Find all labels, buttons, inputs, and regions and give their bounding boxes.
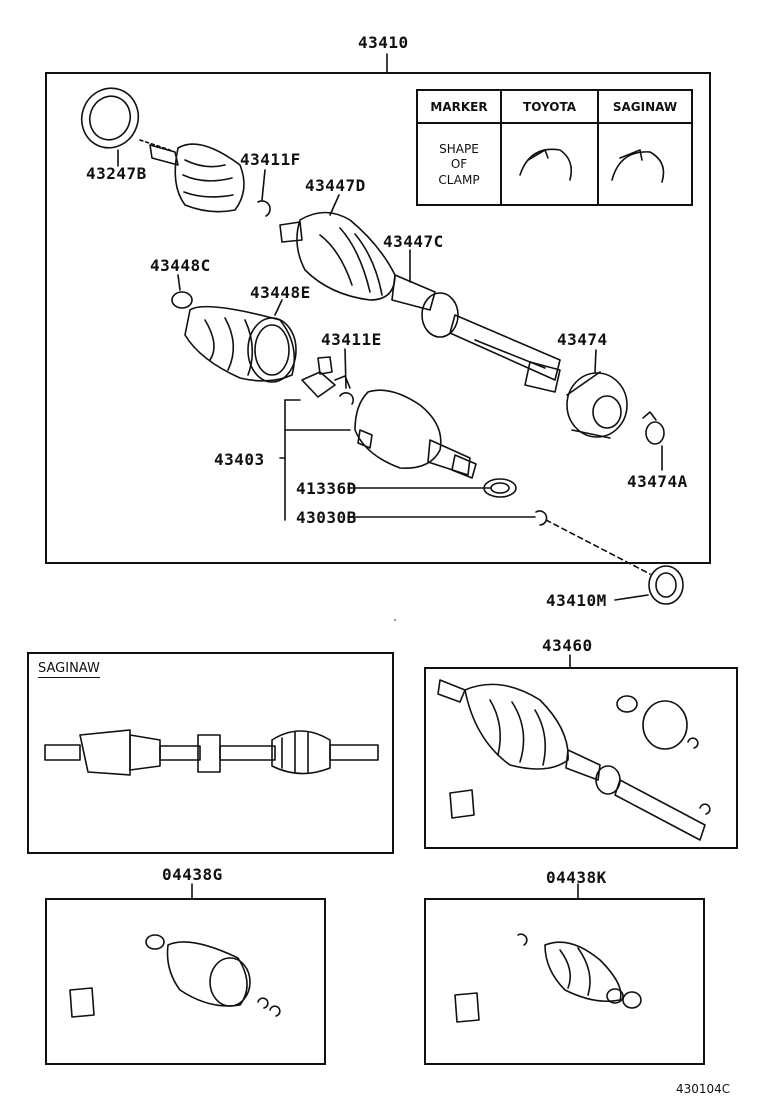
table-row-shape-of-clamp: SHAPE OF CLAMP (438, 141, 480, 187)
kit-04438k-frame (424, 898, 705, 1065)
part-label-43448c: 43448C (150, 256, 211, 275)
table-header-marker: MARKER (418, 91, 500, 124)
part-label-43030b: 43030B (296, 508, 357, 527)
part-label-43447d: 43447D (305, 176, 366, 195)
part-label-43410: 43410 (358, 33, 409, 52)
part-label-41336d: 41336D (296, 479, 357, 498)
part-label-43447c: 43447C (383, 232, 444, 251)
part-label-43411e: 43411E (321, 330, 382, 349)
kit-04438g-frame (45, 898, 326, 1065)
table-header-toyota: TOYOTA (502, 91, 597, 124)
kit-43460-frame (424, 667, 738, 849)
part-label-43448e: 43448E (250, 283, 311, 302)
main-assembly-frame (45, 72, 711, 564)
table-header-saginaw: SAGINAW (599, 91, 691, 124)
part-label-43410m: 43410M (546, 591, 607, 610)
saginaw-frame (27, 652, 394, 854)
part-label-04438k: 04438K (546, 868, 607, 887)
part-label-43474: 43474 (557, 330, 608, 349)
clamp-shape-table: MARKER TOYOTA SAGINAW SHAPE OF CLAMP (416, 89, 693, 206)
part-label-43247b: 43247B (86, 164, 147, 183)
part-label-43411f: 43411F (240, 150, 301, 169)
part-label-04438g: 04438G (162, 865, 223, 884)
part-label-43460: 43460 (542, 636, 593, 655)
figure-code: 430104C (676, 1082, 731, 1096)
part-label-43403: 43403 (214, 450, 265, 469)
part-label-43474a: 43474A (627, 472, 688, 491)
saginaw-box-label: SAGINAW (38, 661, 100, 678)
